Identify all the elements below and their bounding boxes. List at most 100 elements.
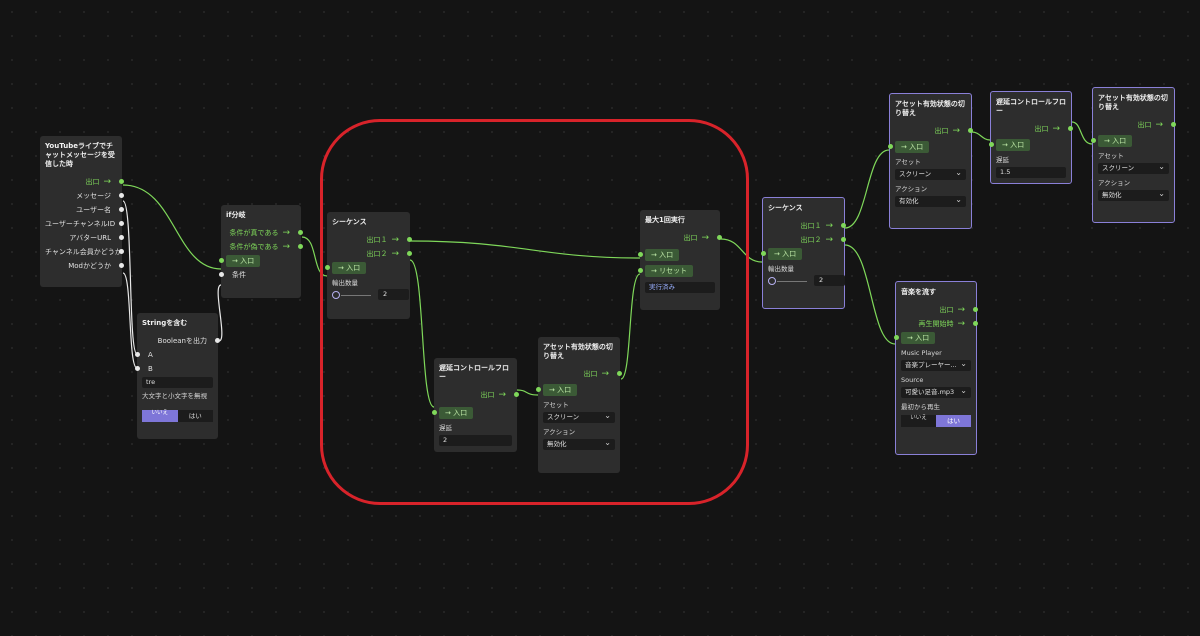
ignore-case-toggle[interactable]: いいえ はい [142,410,213,422]
music-player-label: Music Player [901,349,942,357]
asset-select[interactable]: スクリーン [1098,161,1169,174]
node-do-once[interactable]: 最大1回実行 出口→ → 入口 → リセット 実行済み [638,210,722,310]
autoplay-label: 最初から再生 [901,403,940,411]
exec-out-port[interactable]: 出口→ [439,388,519,402]
port-user-channel-id[interactable]: ユーザーチャンネルID [45,217,124,231]
toggle-yes[interactable]: はい [177,410,213,422]
wire-delay2-to-asset3 [1071,121,1093,145]
node-title: 遅延コントロールフロー [996,98,1066,115]
node-title: シーケンス [332,218,367,226]
asset-label: アセット [543,401,569,409]
toggle-no[interactable]: いいえ [142,410,178,422]
exec-in-port[interactable]: → 入口 [989,138,1066,152]
exec-out-port[interactable]: 出口→ [1098,118,1176,132]
node-delay-2[interactable]: 遅延コントロールフロー 出口→ → 入口 遅延 1.5 [989,91,1073,184]
wire-asset2-to-delay2 [971,131,991,141]
action-label: アクション [895,185,928,193]
output-count-value[interactable]: 2 [378,289,409,300]
exec-out-port[interactable]: 出口→ [901,303,978,317]
action-select[interactable]: 有効化 [895,194,966,207]
port-condition[interactable]: 条件 [219,268,296,282]
exec-out-port[interactable]: 出口→ [895,124,973,138]
exec-out-port[interactable]: 出口→ [996,122,1073,136]
exec-out-port[interactable]: 出口→ [543,367,622,381]
executed-status: 実行済み [645,282,715,293]
exec-in-port[interactable]: → 入口 [536,383,615,397]
exec-in-port[interactable]: → 入口 [325,261,405,275]
wire-seq2-out2-to-music [844,244,896,345]
music-player-select[interactable]: 音楽プレーヤー... [901,358,971,371]
node-sequence-1[interactable]: シーケンス 出口１→ 出口２→ → 入口 輸出数量 2 [325,212,412,319]
exec-out-1[interactable]: 出口１→ [768,219,846,233]
port-username[interactable]: ユーザー名 [45,203,124,217]
node-youtube-chat-trigger[interactable]: YouTubeライブでチャットメッセージを受信した時 出口→ メッセージ ユーザ… [40,136,124,287]
asset-label: アセット [895,158,921,166]
exec-out-false[interactable]: 条件が偽である→ [226,240,303,254]
toggle-no[interactable]: いいえ [901,415,936,427]
output-count-label: 輸出数量 [768,265,794,273]
action-select[interactable]: 無効化 [1098,188,1169,201]
b-value-input[interactable]: tre [142,377,213,388]
node-asset-toggle-2[interactable]: アセット有効状態の切り替え 出口→ → 入口 アセット スクリーン アクション … [888,93,973,229]
exec-reset-port[interactable]: → リセット [638,264,715,278]
node-asset-toggle-3[interactable]: アセット有効状態の切り替え 出口→ → 入口 アセット スクリーン アクション … [1091,87,1176,223]
exec-out-port[interactable]: 出口→ [45,175,124,189]
toggle-yes[interactable]: はい [936,415,971,427]
output-count-value[interactable]: 2 [814,275,845,286]
node-title: if分岐 [226,211,246,219]
output-count-label: 輸出数量 [332,279,358,287]
node-if-branch[interactable]: if分岐 条件が真である→ 条件が偽である→ → 入口 条件 [219,205,303,298]
exec-in-port[interactable]: → 入口 [638,248,715,262]
autoplay-toggle[interactable]: いいえ はい [901,415,971,427]
output-count-slider[interactable]: 2 [332,289,409,303]
node-title: アセット有効状態の切り替え [895,100,965,117]
exec-out-true[interactable]: 条件が真である→ [226,226,303,240]
node-string-contains[interactable]: Stringを含む Booleanを出力 A B tre 大文字と小文字を無視 … [135,313,220,439]
action-label: アクション [1098,179,1131,187]
wire-youtube-to-branch [122,184,222,270]
asset-select[interactable]: スクリーン [895,167,966,180]
port-avatar-url[interactable]: アバターURL [45,231,124,245]
delay-label: 遅延 [439,424,452,432]
source-label: Source [901,376,924,384]
ignore-case-label: 大文字と小文字を無視 [142,392,207,400]
exec-out-2[interactable]: 出口２→ [768,233,846,247]
node-title: 遅延コントロールフロー [439,364,509,381]
node-title: シーケンス [768,204,803,212]
port-a[interactable]: A [135,348,213,362]
exec-in-port[interactable]: → 入口 [894,331,971,345]
node-title: 音楽を流す [901,288,936,296]
node-sequence-2[interactable]: シーケンス 出口１→ 出口２→ → 入口 輸出数量 2 [761,197,846,309]
node-title: Stringを含む [142,319,188,327]
exec-in-port[interactable]: → 入口 [1091,134,1169,148]
port-message[interactable]: メッセージ [45,189,124,203]
exec-in-port[interactable]: → 入口 [432,406,512,420]
exec-out-on-play[interactable]: 再生開始時→ [901,317,978,331]
asset-select[interactable]: スクリーン [543,410,615,423]
port-boolean-out[interactable]: Booleanを出力 [142,334,220,348]
exec-in-port[interactable]: → 入口 [761,247,839,261]
delay-label: 遅延 [996,156,1009,164]
node-delay-1[interactable]: 遅延コントロールフロー 出口→ → 入口 遅延 2 [432,358,519,452]
delay-input[interactable]: 1.5 [996,167,1066,178]
wire-seq2-out1-to-asset2 [844,149,890,229]
port-is-member[interactable]: チャンネル会員かどうか [45,245,124,259]
exec-out-port[interactable]: 出口→ [645,231,722,245]
wire-message-to-string-a [122,200,138,355]
node-asset-toggle-1[interactable]: アセット有効状態の切り替え 出口→ → 入口 アセット スクリーン アクション … [536,337,622,473]
action-select[interactable]: 無効化 [543,437,615,450]
delay-input[interactable]: 2 [439,435,512,446]
exec-out-2[interactable]: 出口２→ [332,247,412,261]
source-select[interactable]: 可愛い足音.mp3 [901,385,971,398]
asset-label: アセット [1098,152,1124,160]
node-title: 最大1回実行 [645,216,685,224]
output-count-slider[interactable]: 2 [768,275,845,289]
node-play-music[interactable]: 音楽を流す 出口→ 再生開始時→ → 入口 Music Player 音楽プレー… [894,281,978,455]
exec-in-port[interactable]: → 入口 [888,140,966,154]
action-label: アクション [543,428,576,436]
exec-in-port[interactable]: → 入口 [219,254,296,268]
port-is-mod[interactable]: Modかどうか [45,259,124,273]
port-b[interactable]: B [135,362,213,376]
node-title: アセット有効状態の切り替え [543,343,613,360]
exec-out-1[interactable]: 出口１→ [332,233,412,247]
